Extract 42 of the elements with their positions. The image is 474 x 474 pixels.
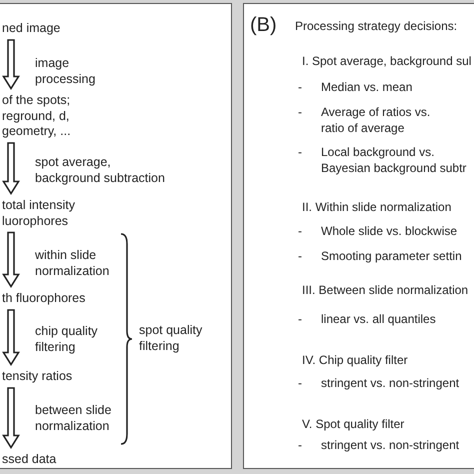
edge-label: within slide normalization xyxy=(35,248,110,279)
flow-step-text: tensity ratios xyxy=(2,369,172,384)
edge-label: between slide normalization xyxy=(35,403,112,434)
edge-label: chip quality filtering xyxy=(35,324,99,355)
bullet-dash: - xyxy=(298,438,302,454)
list-text: I. Spot average, background sul xyxy=(302,54,472,70)
list-text: Average of ratios vs. ratio of average xyxy=(321,105,432,136)
list-text: Whole slide vs. blockwise xyxy=(321,224,458,240)
bullet-dash: - xyxy=(298,249,302,264)
list-text: IV. Chip quality filter xyxy=(302,353,408,368)
panel-label: (B) xyxy=(250,14,277,36)
panel-box xyxy=(0,3,232,469)
list-text: Median vs. mean xyxy=(321,80,412,96)
block-arrow xyxy=(2,232,20,288)
list-text: Smooting parameter settin xyxy=(321,249,462,264)
list-text: stringent vs. non-stringent xyxy=(321,438,460,454)
bullet-dash: - xyxy=(298,105,302,120)
edge-label: spot average, background subtraction xyxy=(35,155,166,186)
bullet-dash: - xyxy=(298,312,302,328)
block-arrow xyxy=(2,142,20,195)
list-text: Local background vs. Bayesian background subtr xyxy=(321,145,468,176)
edge-label: image processing xyxy=(35,56,96,88)
panel-box xyxy=(243,3,474,469)
list-text: III. Between slide normalization xyxy=(302,283,468,298)
brace-label: spot quality filtering xyxy=(139,323,204,354)
bullet-dash: - xyxy=(298,145,302,160)
flow-step-text: of the spots; reground, d, geometry, ... xyxy=(2,93,102,140)
list-text: V. Spot quality filter xyxy=(302,417,404,432)
bullet-dash: - xyxy=(298,80,302,96)
bullet-dash: - xyxy=(298,376,302,392)
block-arrow xyxy=(2,387,20,449)
flow-step-text: ned image xyxy=(2,21,172,36)
flow-step-text: th fluorophores xyxy=(2,291,172,306)
block-arrow xyxy=(2,309,20,366)
flow-step-text: ssed data xyxy=(2,452,172,468)
list-text: Processing strategy decisions: xyxy=(295,19,458,34)
list-text: stringent vs. non-stringent xyxy=(321,376,460,392)
flow-step-text: total intensity luorophores xyxy=(2,198,97,229)
list-text: II. Within slide normalization xyxy=(302,200,452,216)
list-text: linear vs. all quantiles xyxy=(321,312,436,328)
block-arrow xyxy=(2,39,20,90)
bullet-dash: - xyxy=(298,224,302,240)
